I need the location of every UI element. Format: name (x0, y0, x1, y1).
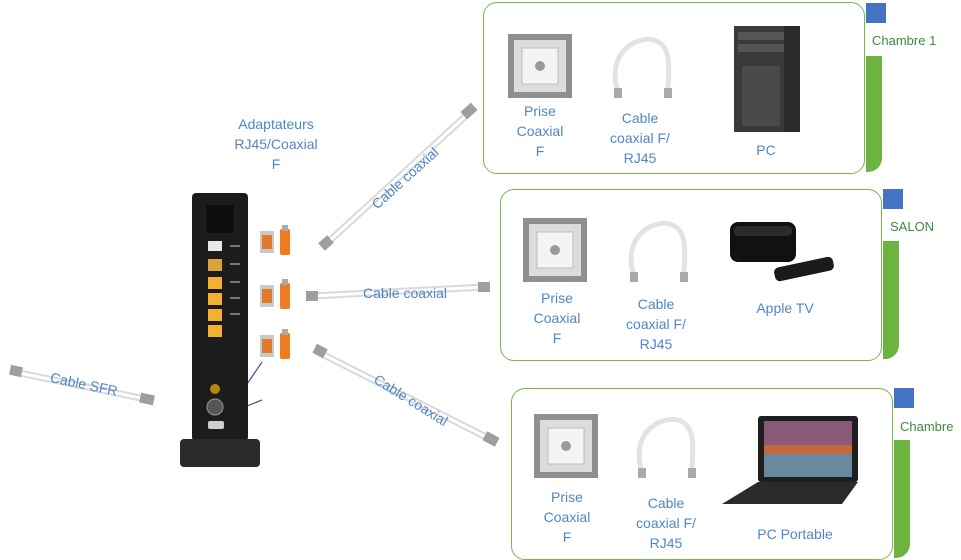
room-chambre-item-socket: Prise Coaxial F (543, 489, 591, 545)
room-chambre-item-cable: Cable coaxial F/ RJ45 (636, 495, 696, 551)
room-chambre1-tag-square (866, 3, 886, 23)
room-salon-bar (883, 241, 899, 359)
apple-tv-icon (730, 222, 834, 282)
room-chambre-tag-square (894, 388, 914, 408)
room-chambre-bar (894, 440, 910, 558)
room-chambre1-item-cable: Cable coaxial F/ RJ45 (610, 110, 670, 166)
desktop-pc-icon (734, 26, 800, 132)
room-salon-item-device: Apple TV (756, 300, 814, 316)
coax-cable-icon (628, 220, 688, 282)
room-salon-item-socket: Prise Coaxial F (533, 290, 581, 346)
room-salon-name: SALON (890, 219, 935, 234)
room-salon-item-cable: Cable coaxial F/ RJ45 (626, 296, 686, 352)
room-chambre1-bar (866, 56, 882, 172)
coax-cable-icon (612, 36, 672, 98)
room-chambre1-name: Chambre 1 (872, 33, 937, 48)
room-chambre-name: Chambre (900, 419, 954, 434)
wall-socket-icon (523, 218, 587, 282)
wall-socket-icon (508, 34, 572, 98)
rj45-coax-adapters (260, 225, 290, 359)
cable-label-salon: Cable coaxial (362, 285, 448, 301)
laptop-icon (722, 416, 858, 504)
adapters-label: Adaptateurs RJ45/Coaxial F (234, 116, 318, 172)
wall-socket-icon (534, 414, 598, 478)
coax-cable-icon (636, 416, 696, 478)
router-box (180, 193, 260, 467)
room-salon-tag-square (883, 189, 903, 209)
room-chambre-item-device: PC Portable (757, 526, 833, 542)
room-chambre1-item-socket: Prise Coaxial F (516, 103, 564, 159)
room-chambre1-item-device: PC (756, 142, 776, 158)
